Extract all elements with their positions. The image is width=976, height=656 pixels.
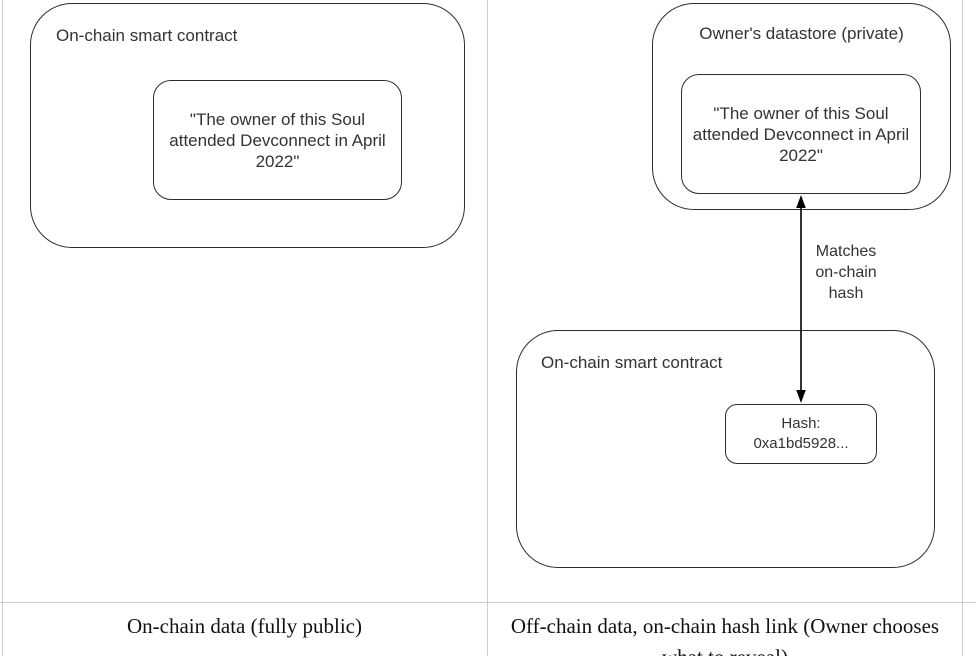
table-border-right <box>962 0 963 656</box>
right-onchain-contract-label: On-chain smart contract <box>541 353 723 372</box>
matches-onchain-hash-label: Matches on-chain hash <box>815 243 877 302</box>
caption-onchain-data: On-chain data (fully public) <box>127 614 362 638</box>
table-divider-horizontal <box>0 602 976 603</box>
right-claim-box: "The owner of this Soul attended Devconn… <box>681 74 921 194</box>
owners-datastore-label: Owner's datastore (private) <box>699 24 904 43</box>
caption-offchain-data: Off-chain data, on-chain hash link (Owne… <box>510 614 940 656</box>
hash-box: Hash: 0xa1bd5928... <box>725 404 877 464</box>
left-onchain-contract-label: On-chain smart contract <box>56 26 238 45</box>
right-claim-text: "The owner of this Soul attended Devconn… <box>692 103 910 165</box>
table-divider-vertical <box>487 0 488 656</box>
table-border-left <box>2 0 3 656</box>
hash-value-text: Hash: 0xa1bd5928... <box>753 415 849 452</box>
left-claim-text: "The owner of this Soul attended Devconn… <box>169 109 386 171</box>
left-claim-box: "The owner of this Soul attended Devconn… <box>153 80 402 200</box>
